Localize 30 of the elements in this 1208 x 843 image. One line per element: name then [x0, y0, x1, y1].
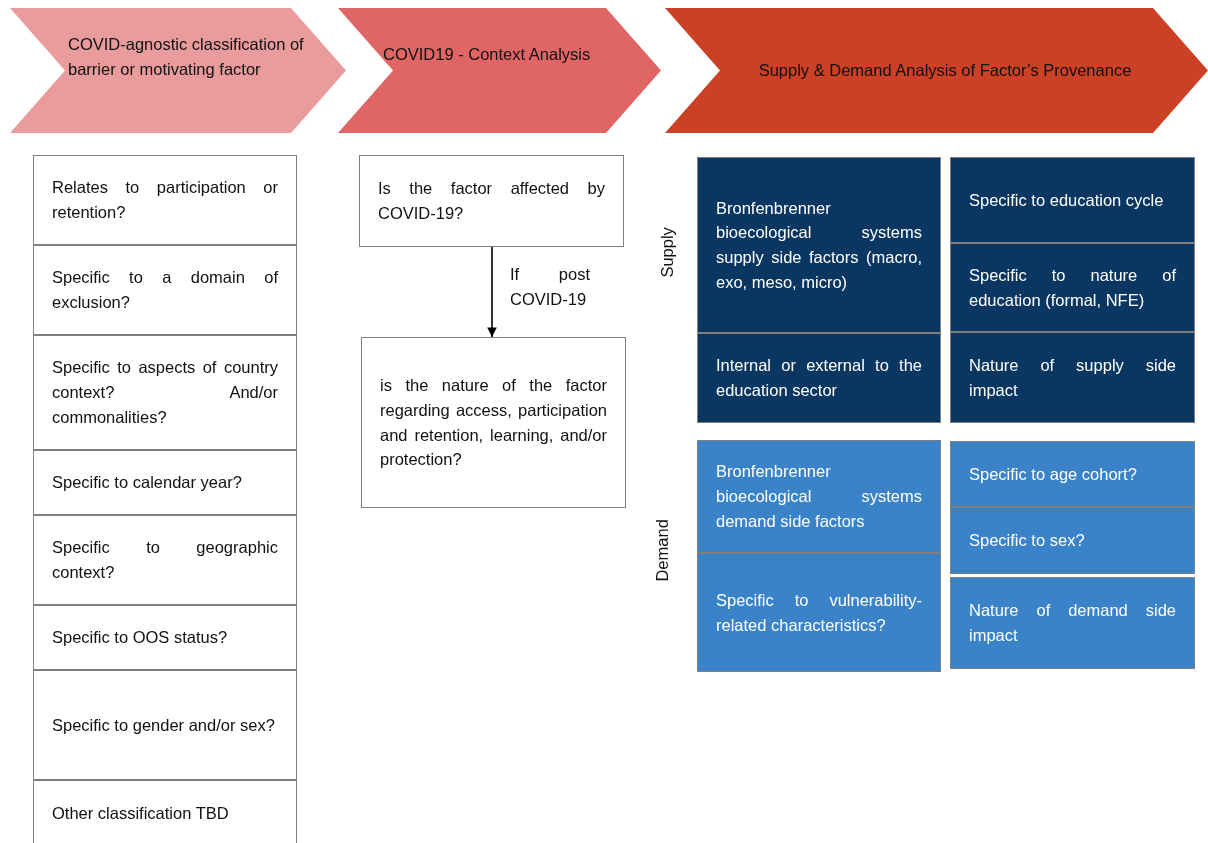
question-box: Specific to geographic context? — [33, 515, 297, 605]
stage-heading: COVID-agnostic classification of barrier or motivating factor — [68, 34, 305, 80]
demand-factor-box: Bronfenbrenner bioecological systems demand side factors — [697, 440, 941, 553]
side-label: Demand — [651, 518, 672, 582]
supply-factor-box: Specific to nature of education (formal, NFE) — [950, 243, 1195, 332]
supply-factor-box: Bronfenbrenner bioecological systems supply side factors (macro, exo, meso, micro) — [697, 157, 941, 333]
question-box: Specific to a domain of exclusion? — [33, 245, 297, 335]
question-box: is the nature of the factor regarding access, participation and retention, learning, and/or protection? — [361, 337, 626, 508]
chevron-banner — [10, 8, 346, 133]
chevron-banner — [665, 8, 1208, 133]
question-box: Specific to calendar year? — [33, 450, 297, 515]
stage-heading: COVID19 - Context Analysis — [383, 44, 592, 65]
question-box: Specific to gender and/or sex? — [33, 670, 297, 780]
arrow — [487, 246, 497, 338]
demand-factor-box: Specific to sex? — [950, 507, 1195, 574]
supply-factor-box: Nature of supply side impact — [950, 332, 1195, 423]
question-box: Is the factor affected by COVID-19? — [359, 155, 624, 247]
demand-factor-box: Specific to age cohort? — [950, 441, 1195, 507]
question-box: Specific to OOS status? — [33, 605, 297, 670]
supply-factor-box: Internal or external to the education sector — [697, 333, 941, 423]
demand-factor-box: Nature of demand side impact — [950, 577, 1195, 669]
question-box: Specific to aspects of country context? And/or commonalities? — [33, 335, 297, 450]
chevron-banner — [338, 8, 661, 133]
side-label: Supply — [656, 226, 677, 278]
stage-heading: Supply & Demand Analysis of Factor’s Provenance — [757, 60, 1133, 81]
question-box: Relates to participation or retention? — [33, 155, 297, 245]
demand-factor-box: Specific to vulnerability-related characteristics? — [697, 553, 941, 672]
question-box: Other classification TBD — [33, 780, 297, 843]
edge-label: If post COVID-19 — [510, 264, 590, 310]
supply-factor-box: Specific to education cycle — [950, 157, 1195, 243]
